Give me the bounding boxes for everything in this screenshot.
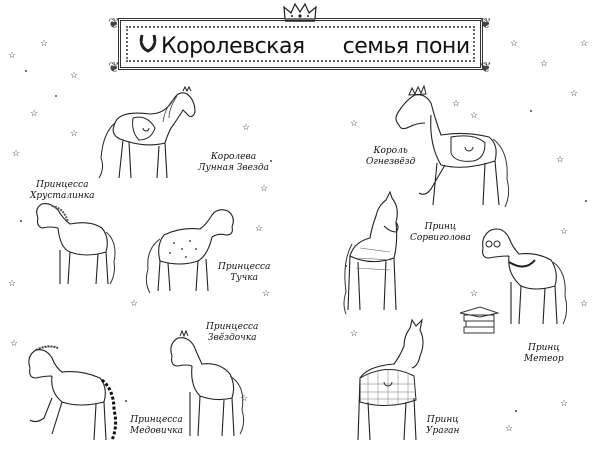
pony-hurricane-illustration [348,312,438,451]
sparkle-dot [125,400,127,402]
label-queen: Королева Лунная Звезда [198,152,269,174]
pony-crystal-illustration [30,198,125,292]
star-icon: ☆ [580,299,589,309]
star-icon: ☆ [580,39,589,49]
label-cloud-name: Тучка [230,273,258,283]
star-icon: ☆ [70,71,79,81]
label-queen-name: Лунная Звезда [198,163,269,173]
star-icon: ☆ [350,329,359,339]
sparkle-dot [585,200,587,202]
star-icon: ☆ [452,99,461,109]
star-icon: ☆ [242,123,251,133]
star-icon: ☆ [12,149,21,159]
star-icon: ☆ [8,279,17,289]
label-king: Король Огнезвёзд [366,146,415,168]
star-icon: ☆ [8,51,17,61]
label-hurricane-title: Принц [426,415,459,425]
sparkle-dot [270,160,272,162]
star-icon: ☆ [30,109,39,119]
label-starlet: Принцесса Звёздочка [206,322,258,344]
label-daredevil-name: Сорвиголова [410,233,471,243]
label-meteor-name: Метеор [524,354,564,364]
label-hurricane-name: Ураган [426,426,460,436]
star-icon: ☆ [560,227,569,237]
label-cloud-title: Принцесса [218,262,271,272]
title-word-family: семья пони [342,33,470,59]
star-icon: ☆ [40,39,49,49]
banner-scroll-left-top: ❦ [108,16,120,32]
label-king-title: Король [373,146,408,156]
sparkle-dot [20,220,22,222]
star-icon: ☆ [570,89,579,99]
label-queen-title: Королева [210,152,257,162]
label-hurricane: Принц Ураган [426,415,459,437]
sparkle-dot [515,410,517,412]
label-daredevil: Принц Сорвиголова [410,222,471,244]
title-word-royal: Королевская [161,33,305,59]
star-icon: ☆ [240,394,249,404]
banner-scroll-left-bottom: ❦ [108,60,120,76]
star-icon: ☆ [70,129,79,139]
star-icon: ☆ [470,289,479,299]
label-crystal-title: Принцесса [36,180,89,190]
pony-cloud-illustration [140,205,240,299]
sparkle-dot [530,110,532,112]
label-cloud: Принцесса Тучка [218,262,270,284]
label-honey-title: Принцесса [130,415,183,425]
label-daredevil-title: Принц [424,222,457,232]
pony-king-illustration [385,84,515,214]
pony-starlet-illustration [160,329,250,444]
title-banner: Королевская семья пони [118,18,483,70]
star-icon: ☆ [262,289,271,299]
label-meteor: Принц Метеор [524,343,564,365]
sparkle-dot [25,70,27,72]
star-icon: ☆ [556,155,565,165]
pony-honey-illustration [22,340,132,449]
star-icon: ☆ [470,111,479,121]
pony-daredevil-illustration [340,190,420,321]
label-meteor-title: Принц [527,343,560,353]
sparkle-dot [345,265,347,267]
sparkle-dot [55,95,57,97]
label-king-name: Огнезвёзд [366,157,416,167]
label-starlet-title: Принцесса [206,322,259,332]
star-icon: ☆ [260,184,269,194]
star-icon: ☆ [255,224,264,234]
horseshoe-icon [139,33,157,59]
pony-meteor-illustration [475,220,575,334]
star-icon: ☆ [510,39,519,49]
book-stack-icon [459,305,500,339]
label-crystal-name: Хрусталинка [30,191,95,201]
star-icon: ☆ [560,399,569,409]
star-icon: ☆ [350,119,359,129]
star-icon: ☆ [505,424,514,434]
banner-border [126,26,475,62]
pony-queen-illustration [95,85,205,187]
star-icon: ☆ [10,339,19,349]
label-starlet-name: Звёздочка [207,333,257,343]
banner-scroll-right-bottom: ❦ [480,60,492,76]
star-icon: ☆ [130,299,139,309]
label-crystal: Принцесса Хрусталинка [30,180,95,202]
crown-icon [282,1,318,27]
label-honey-name: Медовичка [130,426,184,436]
page-title: Королевская семья пони [121,33,480,59]
star-icon: ☆ [540,59,549,69]
label-honey: Принцесса Медовичка [130,415,183,437]
banner-scroll-right-top: ❦ [480,16,492,32]
